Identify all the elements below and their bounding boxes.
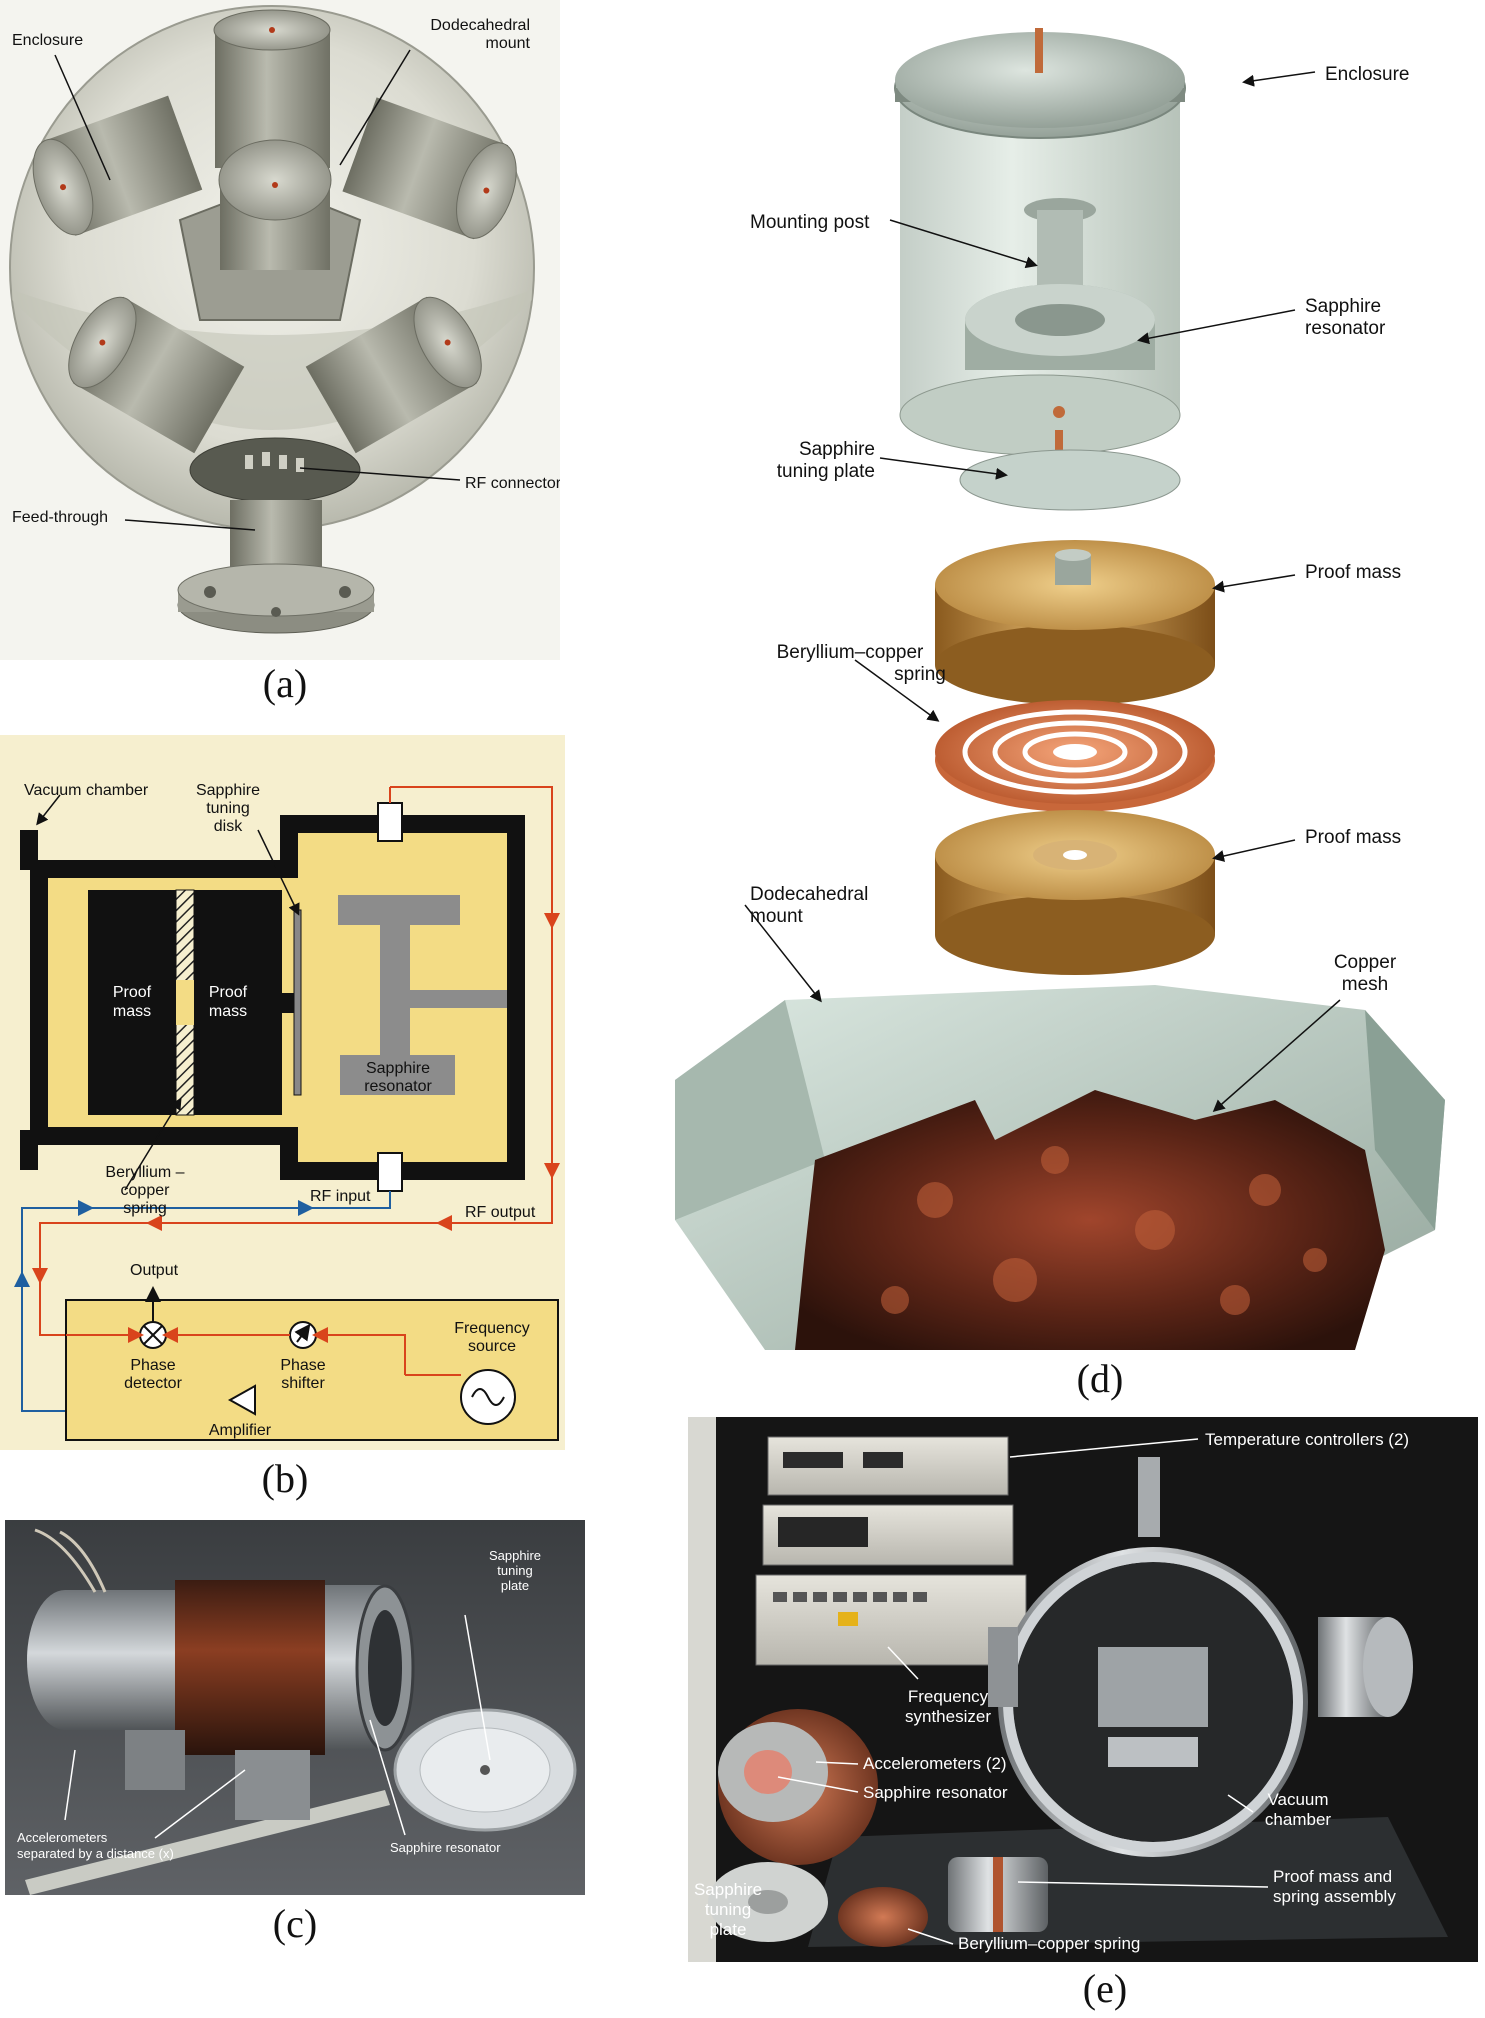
label-d-enclosure: Enclosure [1325,64,1410,85]
resonator-schematic: Vacuum chamber Sapphire tuning disk Proo… [0,735,565,1450]
label-vacuum-chamber: Vacuum chamber [24,782,149,799]
accelerometer-photo: Sapphire tuning plate Accelerometers sep… [5,1520,585,1895]
label-rf-input: RF input [310,1188,371,1205]
rf-output-line [39,786,553,1336]
label-enclosure: Enclosure [12,32,83,49]
panel-b-figure: Vacuum chamber Sapphire tuning disk Proo… [0,735,565,1450]
caption-c: (c) [272,1901,318,1946]
label-e-tuning-2: tuning [705,1900,751,1919]
label-d-tuning-2: tuning plate [777,461,875,482]
label-frequency-source-2: source [468,1338,516,1355]
frequency-synthesizer [755,1574,1027,1666]
enclosure-illustration: Enclosure Dodecahedral mount RF connecto… [0,0,560,660]
copper-mesh [795,1090,1385,1350]
label-feed-through: Feed-through [12,509,108,526]
label-c-tuning-3: plate [501,1578,529,1593]
label-e-spring: Beryllium–copper spring [958,1934,1140,1953]
label-phase-shifter-2: shifter [281,1375,325,1392]
exploded-assembly: Enclosure Mounting post Sapphire resonat… [675,0,1485,1355]
label-tuning-disk-1: Sapphire [196,782,260,799]
sapphire-tuning-plate-d [959,449,1181,511]
label-e-tuning-1: Sapphire [694,1880,762,1899]
label-e-synth-2: synthesizer [905,1707,991,1726]
label-proof-mass-left-1: Proof [113,984,152,1001]
sapphire-tuning-disk [293,909,302,1096]
label-e-accelerometers: Accelerometers (2) [863,1754,1007,1773]
label-output: Output [130,1262,179,1279]
label-c-sapphire-resonator: Sapphire resonator [390,1840,501,1855]
caption-b: (b) [261,1456,309,1501]
label-frequency-source-1: Frequency [454,1320,530,1337]
label-d-mesh-2: mesh [1342,974,1388,995]
label-d-mounting-post: Mounting post [750,212,870,233]
caption-e: (e) [1082,1966,1128,2011]
label-d-proof-top: Proof mass [1305,562,1401,583]
label-c-accelerometers-1: Accelerometers [17,1830,108,1845]
label-e-proof-2: spring assembly [1273,1887,1396,1906]
label-sapphire-resonator-2: resonator [364,1078,432,1095]
label-d-dodeca-1: Dodecahedral [750,884,868,905]
amplifier [227,1384,256,1416]
label-dodecahedral-mount-1: Dodecahedral [430,17,530,34]
label-spring-2: copper [121,1182,171,1199]
label-tuning-disk-2: tuning [206,800,250,817]
lab-setup-photo: Temperature controllers (2) Frequency sy… [688,1417,1478,1962]
label-e-vacuum-2: chamber [1265,1810,1331,1829]
label-rf-output: RF output [465,1204,536,1221]
label-spring-1: Beryllium – [105,1164,184,1181]
sapphire-resonator [338,895,460,1095]
panel-a-figure: Enclosure Dodecahedral mount RF connecto… [0,0,560,660]
label-c-accelerometers-2: separated by a distance (x) [17,1846,174,1861]
copper-body [175,1580,325,1755]
label-c-tuning-2: tuning [497,1563,532,1578]
beryllium-copper-spring-e [838,1887,928,1947]
caption-a: (a) [262,661,308,706]
label-e-vacuum-1: Vacuum [1267,1790,1328,1809]
label-dodecahedral-mount-2: mount [486,35,531,52]
label-rf-connectors: RF connectors [465,475,560,492]
label-e-temp-controllers: Temperature controllers (2) [1205,1430,1409,1449]
label-spring-3: spring [123,1200,167,1217]
label-proof-mass-right-1: Proof [209,984,248,1001]
panel-c-figure: Sapphire tuning plate Accelerometers sep… [5,1520,585,1895]
rf-port-bottom [377,1152,403,1192]
label-d-resonator-1: Sapphire [1305,296,1381,317]
label-amplifier: Amplifier [209,1422,272,1439]
proof-mass-left [88,890,176,1115]
label-phase-shifter-1: Phase [280,1357,325,1374]
label-e-tuning-3: plate [710,1920,747,1939]
label-phase-detector-2: detector [124,1375,182,1392]
label-e-synth-1: Frequency [908,1687,989,1706]
label-c-tuning-1: Sapphire [489,1548,541,1563]
panel-d-figure: Enclosure Mounting post Sapphire resonat… [675,0,1485,1355]
panel-e-figure: Temperature controllers (2) Frequency sy… [688,1417,1478,1962]
label-proof-mass-left-2: mass [113,1003,151,1020]
proof-mass-right [194,890,282,1115]
label-d-mesh-1: Copper [1334,952,1397,973]
label-d-proof-bottom: Proof mass [1305,827,1401,848]
caption-d: (d) [1076,1356,1124,1401]
label-proof-mass-right-2: mass [209,1003,247,1020]
label-d-resonator-2: resonator [1305,318,1386,339]
label-sapphire-resonator-1: Sapphire [366,1060,430,1077]
rf-port-top [377,802,403,842]
label-e-resonator: Sapphire resonator [863,1783,1008,1802]
label-d-tuning-1: Sapphire [799,439,875,460]
label-phase-detector-1: Phase [130,1357,175,1374]
label-tuning-disk-3: disk [214,818,243,835]
label-d-dodeca-2: mount [750,906,804,927]
label-e-proof-1: Proof mass and [1273,1867,1392,1886]
label-d-spring-1: Beryllium–copper [777,642,924,663]
accelerometer-block [235,1750,310,1820]
label-d-spring-2: spring [894,664,946,685]
